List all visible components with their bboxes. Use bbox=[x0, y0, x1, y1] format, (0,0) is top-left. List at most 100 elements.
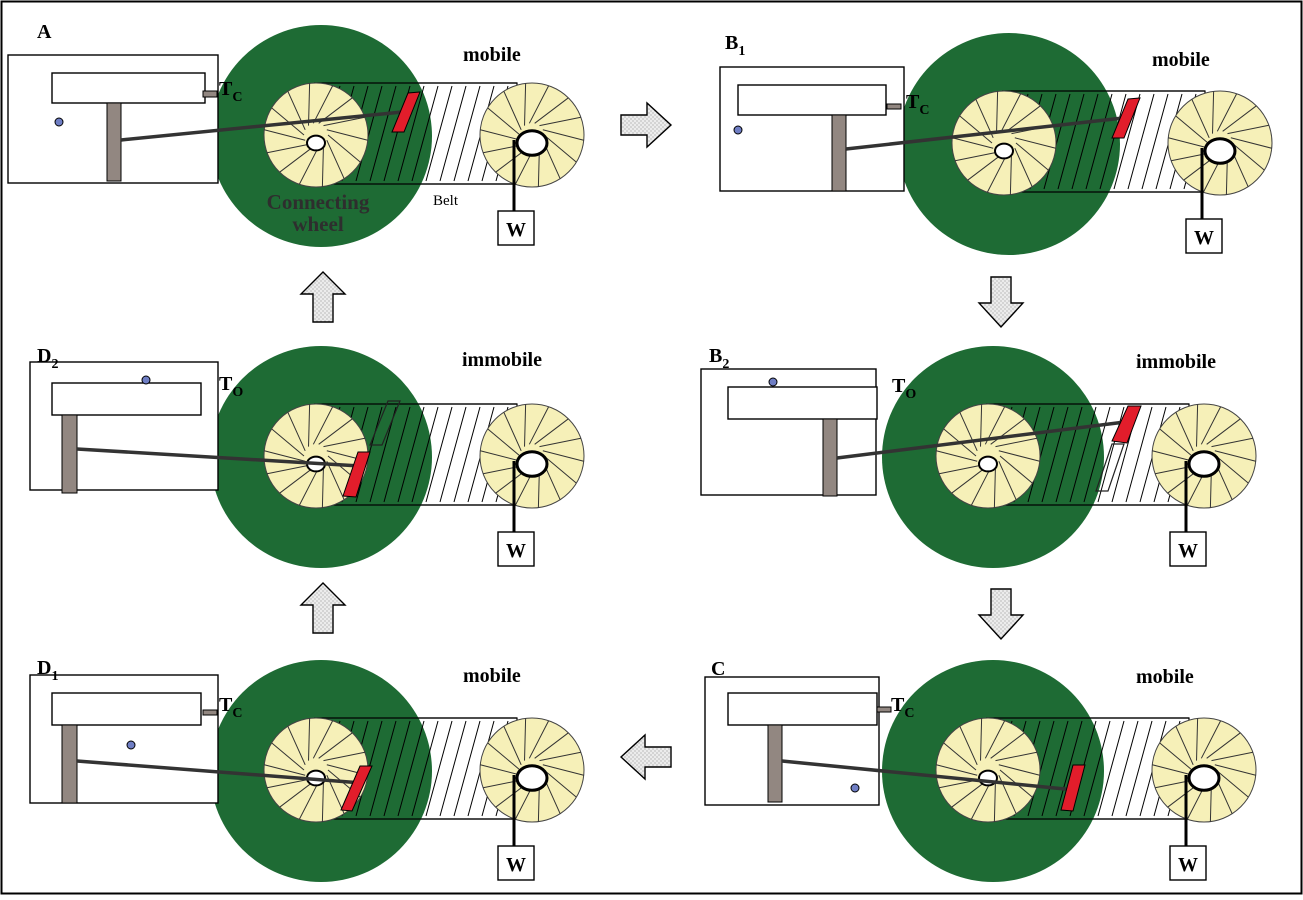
latch bbox=[1111, 97, 1141, 139]
tension-connector bbox=[202, 709, 218, 716]
panel-label-letter: D bbox=[37, 657, 51, 679]
latch bbox=[342, 451, 371, 498]
marker-dot bbox=[733, 125, 743, 135]
control-stick bbox=[831, 114, 847, 192]
arrow-d1-to-d2 bbox=[299, 582, 347, 634]
connecting-wheel-label-line2: wheel bbox=[292, 212, 343, 236]
tension-label: TC bbox=[891, 694, 914, 721]
weight-label: W bbox=[1178, 854, 1198, 876]
right-pulley bbox=[1151, 717, 1257, 823]
left-pulley bbox=[935, 403, 1041, 509]
tension-connector bbox=[876, 706, 892, 713]
arrow-a-to-b1 bbox=[620, 101, 673, 149]
left-pulley bbox=[951, 90, 1057, 196]
panel-label-letter: C bbox=[711, 658, 725, 680]
lever-line bbox=[781, 759, 1076, 792]
weight-box bbox=[497, 210, 535, 246]
tension-connector bbox=[886, 103, 902, 110]
panel-label: B1 bbox=[725, 32, 745, 59]
right-pulley bbox=[1167, 90, 1273, 196]
latch-outline bbox=[1095, 443, 1125, 492]
lever-line bbox=[845, 115, 1133, 151]
tension-connector bbox=[202, 90, 218, 98]
latch bbox=[391, 91, 421, 133]
latch bbox=[1060, 764, 1086, 812]
controller-bar bbox=[737, 84, 887, 116]
weight-label: W bbox=[506, 854, 526, 876]
controller-box bbox=[29, 361, 219, 491]
panel-label-subscript: 1 bbox=[51, 669, 58, 684]
weight-box bbox=[1169, 845, 1207, 881]
latch bbox=[340, 765, 373, 812]
state-label: immobile bbox=[1136, 351, 1216, 373]
weight-label: W bbox=[506, 219, 526, 241]
tension-subscript: O bbox=[905, 387, 916, 402]
lever-line bbox=[76, 447, 361, 468]
panel-label: D2 bbox=[37, 345, 58, 372]
panel-label-subscript: 1 bbox=[738, 44, 745, 59]
weight-label: W bbox=[506, 540, 526, 562]
left-pulley bbox=[935, 717, 1041, 823]
panel-label-subscript: 2 bbox=[722, 357, 729, 372]
tension-label: TC bbox=[906, 91, 929, 118]
right-pulley bbox=[479, 717, 585, 823]
arrow-b1-to-b2 bbox=[977, 276, 1025, 329]
tension-subscript: O bbox=[232, 385, 243, 400]
weight-box bbox=[1169, 531, 1207, 567]
latch bbox=[1111, 405, 1142, 444]
controller-bar bbox=[51, 692, 202, 726]
connecting-wheel-label-line1: Connecting bbox=[267, 190, 370, 214]
state-label: immobile bbox=[462, 349, 542, 371]
marker-dot bbox=[850, 783, 860, 793]
left-pulley bbox=[263, 403, 369, 509]
marker-dot bbox=[126, 740, 136, 750]
marker-dot bbox=[54, 117, 64, 127]
lever-line bbox=[76, 759, 363, 785]
weight-label: W bbox=[1178, 540, 1198, 562]
tension-letter: T bbox=[906, 91, 920, 113]
left-pulley bbox=[263, 82, 369, 188]
lever-line bbox=[836, 419, 1134, 460]
panel-label-letter: B bbox=[725, 32, 738, 54]
tension-label: TO bbox=[219, 373, 243, 400]
controller-bar bbox=[51, 72, 206, 104]
belt-label: Belt bbox=[433, 193, 459, 209]
state-label: mobile bbox=[463, 44, 521, 66]
tension-letter: T bbox=[891, 694, 905, 716]
marker-dot bbox=[141, 375, 151, 385]
tension-subscript: C bbox=[232, 90, 242, 105]
tension-letter: T bbox=[219, 373, 233, 395]
control-stick bbox=[61, 724, 78, 804]
weight-label: W bbox=[1194, 227, 1214, 249]
tension-subscript: C bbox=[919, 103, 929, 118]
tension-label: TC bbox=[219, 78, 242, 105]
panel-label-letter: B bbox=[709, 345, 722, 367]
tension-subscript: C bbox=[232, 706, 242, 721]
weight-box bbox=[497, 531, 535, 567]
tension-letter: T bbox=[892, 375, 906, 397]
control-stick bbox=[61, 414, 78, 494]
panel-label-letter: A bbox=[37, 21, 52, 43]
arrow-c-to-d1 bbox=[619, 733, 672, 781]
right-pulley bbox=[479, 82, 585, 188]
arrow-b2-to-c bbox=[977, 588, 1025, 641]
panel-label-subscript: 2 bbox=[51, 357, 58, 372]
tension-subscript: C bbox=[904, 706, 914, 721]
controller-bar bbox=[727, 386, 878, 420]
panel-label: B2 bbox=[709, 345, 729, 372]
controller-bar bbox=[727, 692, 878, 726]
panel-label: A bbox=[37, 21, 52, 43]
panel-label: D1 bbox=[37, 657, 58, 684]
state-label: mobile bbox=[1136, 666, 1194, 688]
control-stick bbox=[106, 102, 122, 182]
control-stick bbox=[767, 724, 783, 803]
tension-label: TO bbox=[892, 375, 916, 402]
marker-dot bbox=[768, 377, 778, 387]
weight-box bbox=[497, 845, 535, 881]
